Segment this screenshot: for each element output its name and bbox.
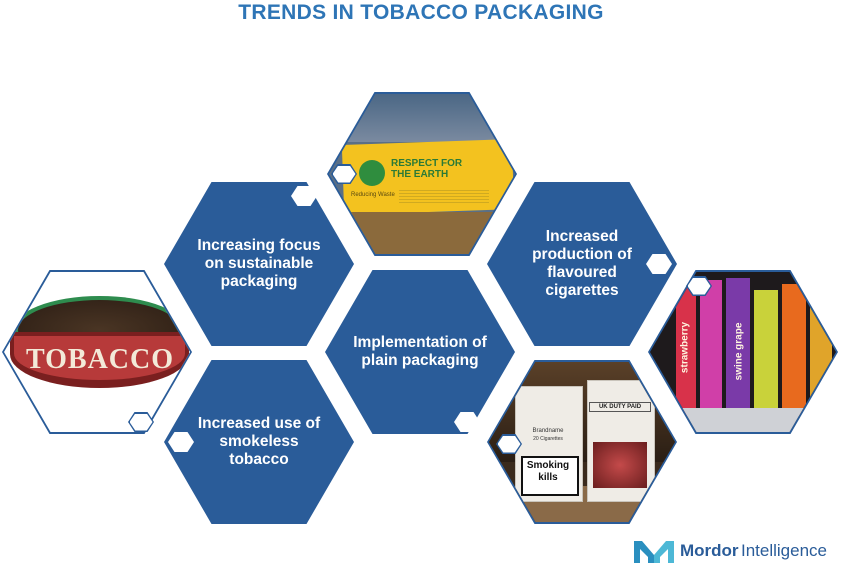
hex-marker-icon — [291, 186, 317, 206]
trend-smokeless-label: Increased use of smokeless tobacco — [197, 415, 321, 468]
pack-brandname: Brandname — [532, 428, 564, 434]
mordor-intelligence-logo-icon — [634, 539, 674, 563]
hex-marker-icon — [168, 432, 194, 452]
trend-sustainable-packaging-hex: Increasing focus on sustainable packagin… — [164, 182, 354, 346]
trend-sustainable-label: Increasing focus on sustainable packagin… — [197, 237, 321, 290]
box-side-text: Reducing Waste — [351, 192, 395, 198]
hex-marker-icon — [128, 412, 154, 432]
smokeless-tobacco-tin-image: TOBACCO — [2, 270, 192, 434]
hex-marker-icon — [496, 434, 522, 454]
pack-duty-paid: UK DUTY PAID — [589, 402, 651, 412]
pack-count: 20 Cigarettes — [533, 436, 563, 442]
trend-plain-packaging-hex: Implementation of plain packaging — [325, 270, 515, 434]
trend-flavoured-cigarettes-hex: Increased production of flavoured cigare… — [487, 182, 677, 346]
logo-brand-text: Mordor — [680, 541, 739, 560]
wrap-flavour-strawberry: strawberry — [679, 321, 691, 374]
trend-plain-packaging-label: Implementation of plain packaging — [353, 334, 487, 369]
wrap-flavour-grape: swine grape — [733, 322, 745, 381]
logo-suffix-text: Intelligence — [741, 541, 828, 560]
flavoured-wraps-image: strawberry swine grape — [648, 270, 838, 434]
hex-marker-icon — [646, 254, 672, 274]
page-title: TRENDS IN TOBACCO PACKAGING — [238, 1, 604, 24]
hex-marker-icon — [454, 412, 480, 432]
box-banner-text: RESPECT FOR THE EARTH — [391, 158, 463, 180]
trend-flavoured-label: Increased production of flavoured cigare… — [532, 228, 632, 299]
hex-marker-icon — [331, 164, 357, 184]
tin-label-text: TOBACCO — [25, 344, 175, 375]
hex-marker-icon — [686, 276, 712, 296]
pack-warning-text: Smoking kills — [526, 460, 570, 483]
